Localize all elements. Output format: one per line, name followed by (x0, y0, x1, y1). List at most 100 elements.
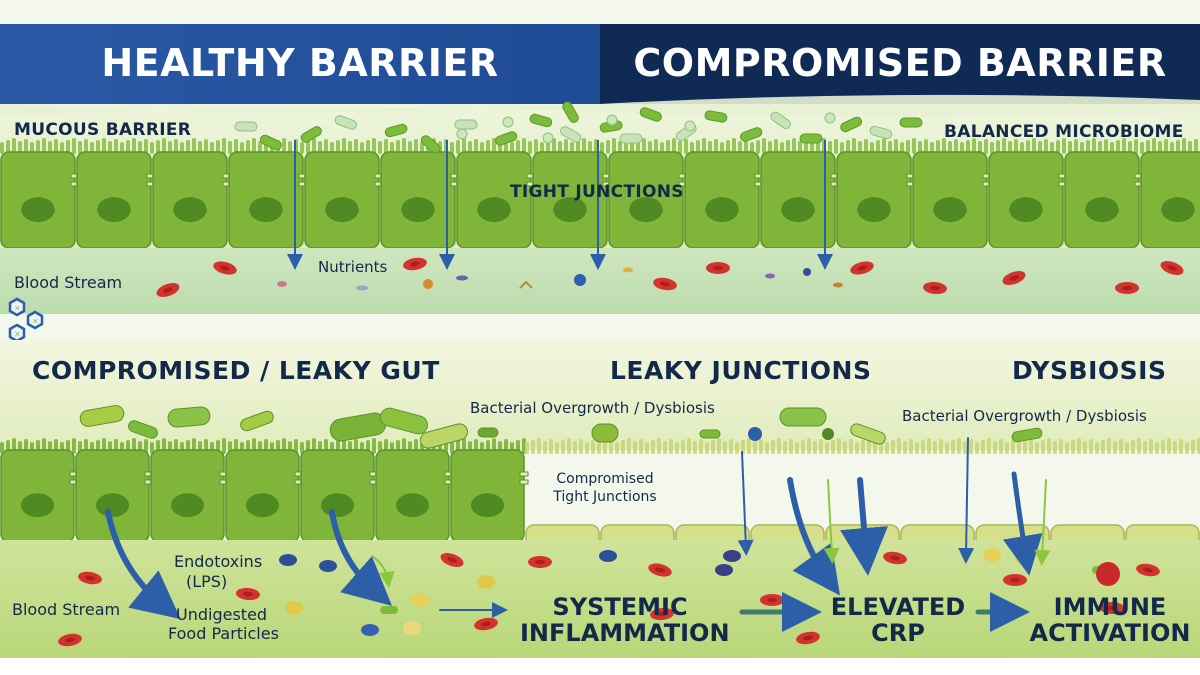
hexagon-icon: ✕ ✕ ✕ (8, 297, 44, 343)
bacterial-overgrowth-label-2: Bacterial Overgrowth / Dysbiosis (902, 407, 1147, 425)
bacterium (869, 125, 893, 140)
bacterium (234, 121, 258, 132)
overgrown-bacterium (477, 427, 499, 438)
food-particle (477, 575, 495, 589)
nutrient (833, 282, 843, 288)
cell-nucleus (477, 197, 511, 223)
endotoxins-label-line2: (LPS) (186, 572, 228, 591)
bacterium-coccus (542, 132, 554, 144)
food-particle (403, 621, 421, 635)
mucous-barrier-label: MUCOUS BARRIER (14, 120, 192, 140)
food-particle (983, 548, 1001, 562)
cell-nucleus (629, 197, 663, 223)
nutrient (765, 273, 775, 279)
elevated-crp-label: ELEVATED CRP (818, 594, 978, 646)
food-particle (285, 601, 303, 615)
bacterium (334, 115, 357, 130)
systemic-line1: SYSTEMIC (552, 593, 688, 621)
bacterium (560, 126, 582, 143)
overgrown-bacterium (1011, 427, 1043, 443)
bacterium-coccus (822, 428, 834, 440)
leak-arrow (329, 509, 392, 606)
immune-cell (1096, 562, 1120, 586)
bacterium (454, 119, 478, 130)
cell-nucleus (781, 197, 815, 223)
nutrient (574, 274, 586, 286)
nutrient (519, 280, 533, 289)
dysbiosis-bacteria (79, 405, 1043, 449)
svg-text:✕: ✕ (14, 304, 21, 313)
leak-arrow (105, 509, 181, 620)
systemic-line2: INFLAMMATION (520, 619, 730, 647)
cell-nucleus (21, 493, 54, 518)
bacterium (259, 134, 282, 151)
overgrown-bacterium (699, 429, 721, 439)
cell-nucleus (249, 197, 283, 223)
bacterium (420, 135, 441, 154)
crp-line2: CRP (871, 619, 925, 647)
cell-nucleus (1161, 197, 1195, 223)
bacterium (562, 101, 579, 123)
bacterium-coccus (824, 112, 836, 124)
endotoxin (279, 554, 297, 566)
overgrown-bacterium (128, 420, 158, 439)
bacterium (529, 113, 553, 128)
nutrient-arrows (287, 140, 833, 270)
cell-nucleus (97, 197, 131, 223)
blood-stream-label-bottom: Blood Stream (12, 600, 121, 619)
bacterial-overgrowth-label-1: Bacterial Overgrowth / Dysbiosis (470, 399, 715, 417)
endotoxin (715, 564, 733, 576)
nutrient (277, 281, 287, 287)
cell-nucleus (401, 197, 435, 223)
leak-arrow (1034, 479, 1051, 566)
svg-text:✕: ✕ (14, 330, 21, 339)
crp-line1: ELEVATED (830, 593, 966, 621)
bacterium-coccus (606, 114, 618, 126)
dysbiosis-title: DYSBIOSIS (1012, 356, 1167, 385)
bacterium (799, 133, 823, 144)
compromised-tight-junctions-line1: Compromised (556, 471, 654, 487)
bacterium (770, 111, 792, 130)
svg-text:✕: ✕ (32, 317, 39, 326)
endotoxin (599, 550, 617, 562)
balanced-microbiome-label: BALANCED MICROBIOME (944, 122, 1184, 142)
bacterium-coccus (502, 116, 514, 128)
microbiome-bacteria (234, 101, 923, 154)
villi-top (0, 138, 1198, 154)
overgrown-bacterium (167, 406, 211, 428)
leak-arrows (105, 437, 1051, 632)
bacterium-coccus (748, 427, 762, 441)
cell-nucleus (857, 197, 891, 223)
nutrient (803, 268, 811, 276)
header-healthy (0, 24, 600, 104)
compromised-barrier-title: COMPROMISED BARRIER (633, 41, 1167, 85)
cell-nucleus (553, 197, 587, 223)
bacterium (495, 131, 518, 146)
bacterium (740, 127, 763, 142)
header-compromised (600, 24, 1200, 104)
cell-nucleus (321, 493, 354, 518)
healthy-barrier-title: HEALTHY BARRIER (101, 41, 499, 85)
bacterium (384, 123, 408, 138)
leak-arrow (787, 477, 841, 596)
leak-arrow (1002, 471, 1043, 576)
epithelial-cells-healthy (0, 151, 1200, 249)
overgrown-bacterium (79, 405, 125, 427)
systemic-inflammation-label: SYSTEMIC INFLAMMATION (520, 593, 730, 647)
nutrient (356, 285, 368, 291)
compromised-tight-junctions-line2: Tight Junctions (553, 489, 657, 505)
overgrown-bacterium (779, 407, 827, 427)
leak-arrow (371, 555, 395, 588)
bacterium (639, 107, 662, 122)
undigested-label-line1: Undigested (176, 605, 268, 624)
cell-nucleus (173, 197, 207, 223)
endotoxin (319, 560, 337, 572)
red-blood-cells-top (156, 257, 1184, 297)
nutrient (423, 279, 433, 289)
nutrient (623, 267, 633, 273)
cell-nucleus (246, 493, 279, 518)
overgrown-bacterium (380, 407, 428, 435)
bacterium (899, 117, 923, 128)
nutrients-label: Nutrients (318, 258, 388, 276)
